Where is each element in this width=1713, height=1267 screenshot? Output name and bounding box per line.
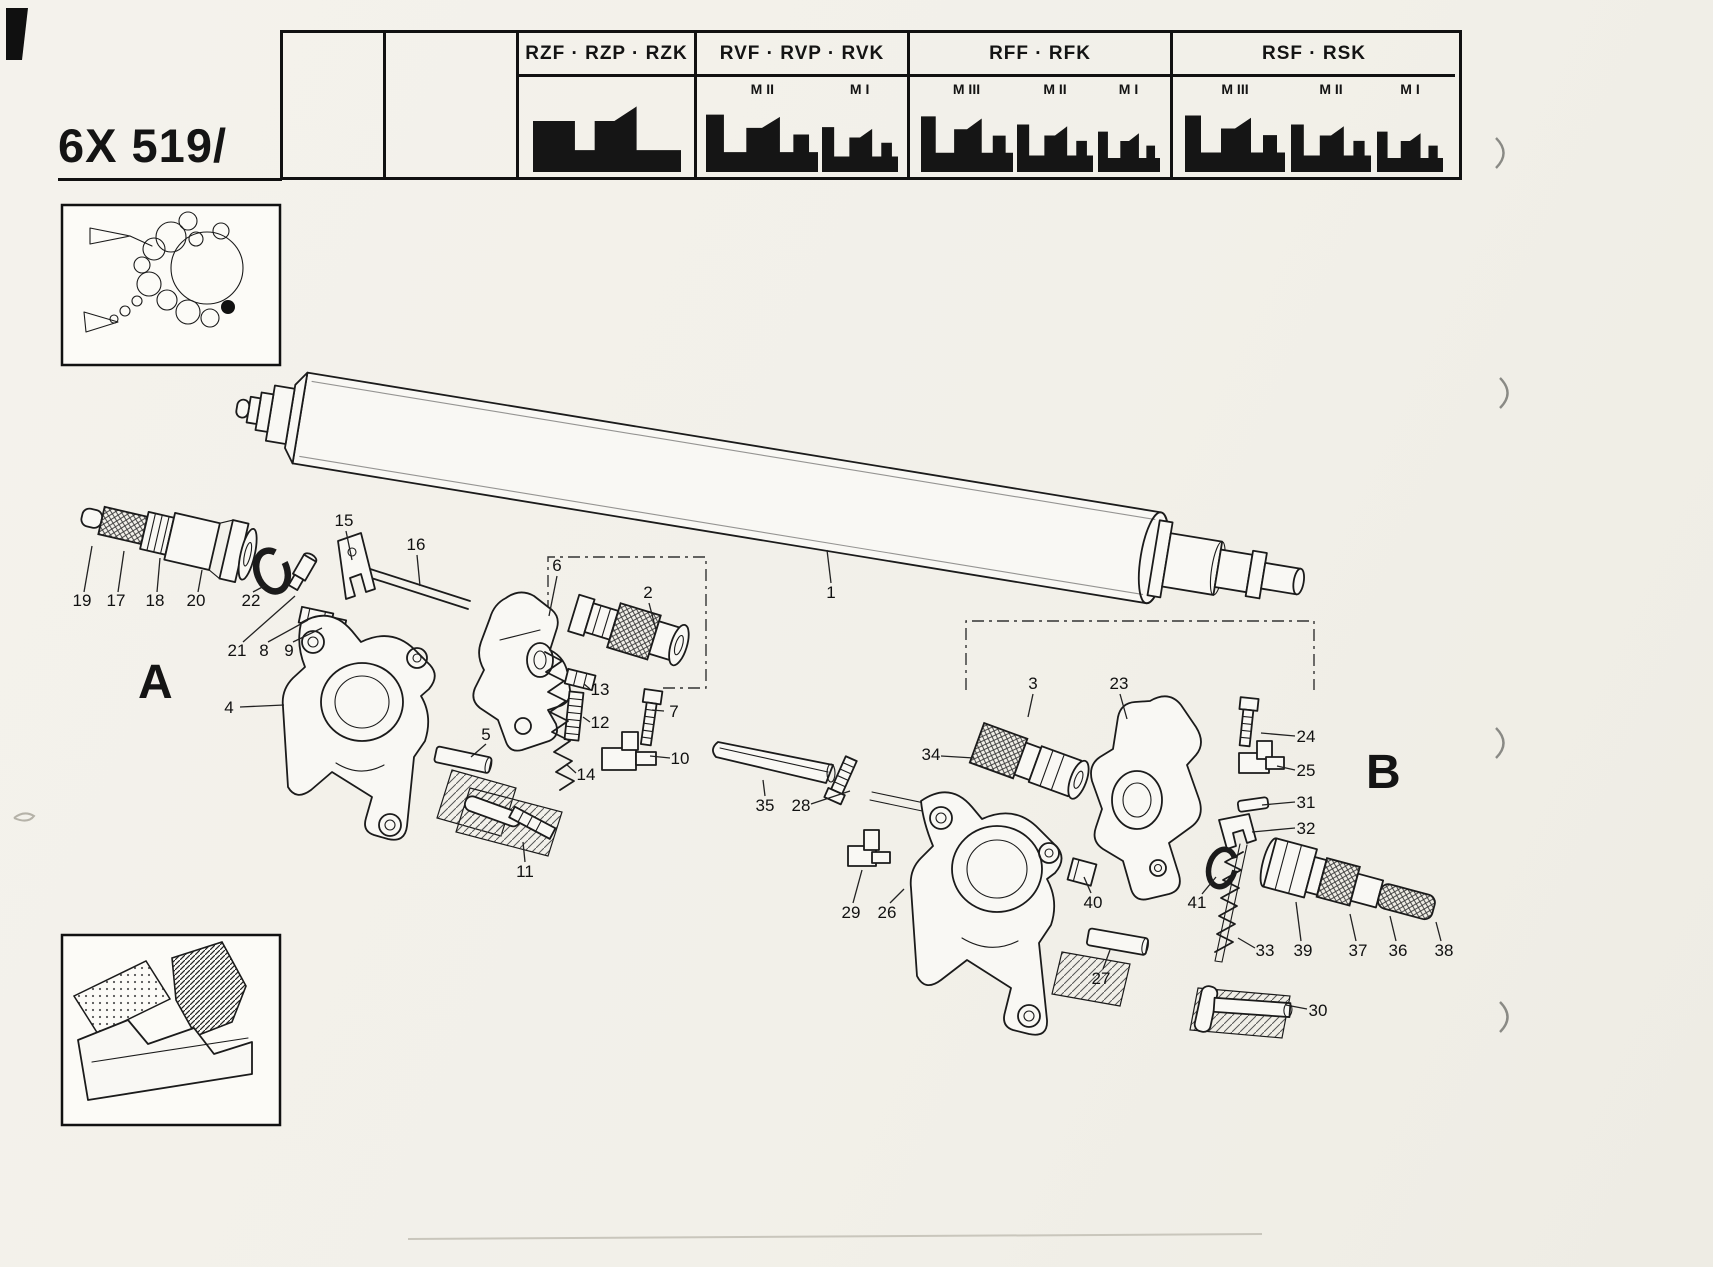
part-callout-14: 14 [576, 765, 596, 784]
part-callout-6: 6 [552, 556, 562, 575]
size-label: M III [952, 81, 981, 97]
part-callout-40: 40 [1083, 893, 1103, 912]
part-callout-12: 12 [590, 713, 610, 732]
column-label: RSF · RSK [1173, 33, 1455, 77]
column-label: RFF · RFK [910, 33, 1170, 77]
part-callout-7: 7 [669, 702, 679, 721]
part-callout-18: 18 [145, 591, 165, 610]
size-label: M II [1043, 81, 1067, 97]
part-callout-9: 9 [284, 641, 294, 660]
profile-header-table: RZF · RZP · RZK RVF · RVP · RVK M II M I [280, 30, 1462, 180]
scan-marks [6, 8, 1509, 1240]
header-column-rzf: RZF · RZP · RZK [519, 33, 697, 177]
part-callout-31: 31 [1296, 793, 1316, 812]
part-callout-15: 15 [334, 511, 354, 530]
size-label: M III [1221, 81, 1249, 97]
part-callout-32: 32 [1296, 819, 1316, 838]
inset-cross-section-detail [60, 933, 282, 1127]
part-callout-20: 20 [186, 591, 206, 610]
dashed-box-a [547, 556, 707, 689]
title-rule [58, 178, 282, 181]
part-callout-25: 25 [1296, 761, 1316, 780]
part-callout-38: 38 [1434, 941, 1454, 960]
size-label: M I [849, 81, 870, 97]
part-callout-34: 34 [921, 745, 941, 764]
inset-roller-schematic [60, 203, 282, 367]
part-callout-23: 23 [1109, 674, 1129, 693]
part-callout-26: 26 [877, 903, 897, 922]
part-callout-33: 33 [1255, 941, 1275, 960]
part-callout-19: 19 [72, 591, 92, 610]
column-label: RVF · RVP · RVK [697, 33, 907, 77]
roller-part-1 [235, 371, 1305, 605]
part-callout-1: 1 [826, 583, 836, 602]
part-callout-3: 3 [1028, 674, 1038, 693]
section-label-a: A [138, 656, 173, 709]
part-callout-37: 37 [1348, 941, 1368, 960]
size-label: M II [750, 81, 774, 97]
part-callout-13: 13 [590, 680, 610, 699]
part-callout-17: 17 [106, 591, 126, 610]
part-callout-8: 8 [259, 641, 269, 660]
header-column-rff: RFF · RFK M III M II M I [910, 33, 1173, 177]
part-callout-24: 24 [1296, 727, 1316, 746]
part-callout-22: 22 [241, 591, 261, 610]
size-label: M I [1400, 81, 1420, 97]
part-callout-2: 2 [643, 583, 653, 602]
assembly-b [712, 695, 1436, 1039]
part-callout-5: 5 [481, 725, 491, 744]
header-column-rvf: RVF · RVP · RVK M II M I [697, 33, 910, 177]
part-callout-16: 16 [406, 535, 426, 554]
section-label-b: B [1366, 746, 1401, 799]
page-title-model: 6X 519/ [58, 119, 228, 172]
part-callout-35: 35 [755, 796, 775, 815]
part-callout-11: 11 [516, 862, 534, 881]
header-cell-empty-2 [386, 33, 519, 177]
size-label: M I [1118, 81, 1139, 97]
dashed-box-b [965, 620, 1315, 690]
header-column-rsf: RSF · RSK M III M II M I [1173, 33, 1455, 177]
part-callout-28: 28 [791, 796, 811, 815]
part-callout-4: 4 [224, 698, 234, 717]
column-label: RZF · RZP · RZK [519, 33, 694, 77]
assembly-a [80, 505, 690, 857]
part-callout-39: 39 [1293, 941, 1313, 960]
part-callout-29: 29 [841, 903, 861, 922]
part-callout-41: 41 [1187, 893, 1207, 912]
header-cell-empty-1 [283, 33, 386, 177]
part-callout-36: 36 [1388, 941, 1408, 960]
part-callout-27: 27 [1091, 969, 1111, 988]
part-callout-21: 21 [227, 641, 247, 660]
part-callout-30: 30 [1308, 1001, 1328, 1020]
part-callout-10: 10 [670, 749, 690, 768]
size-label: M II [1319, 81, 1343, 97]
